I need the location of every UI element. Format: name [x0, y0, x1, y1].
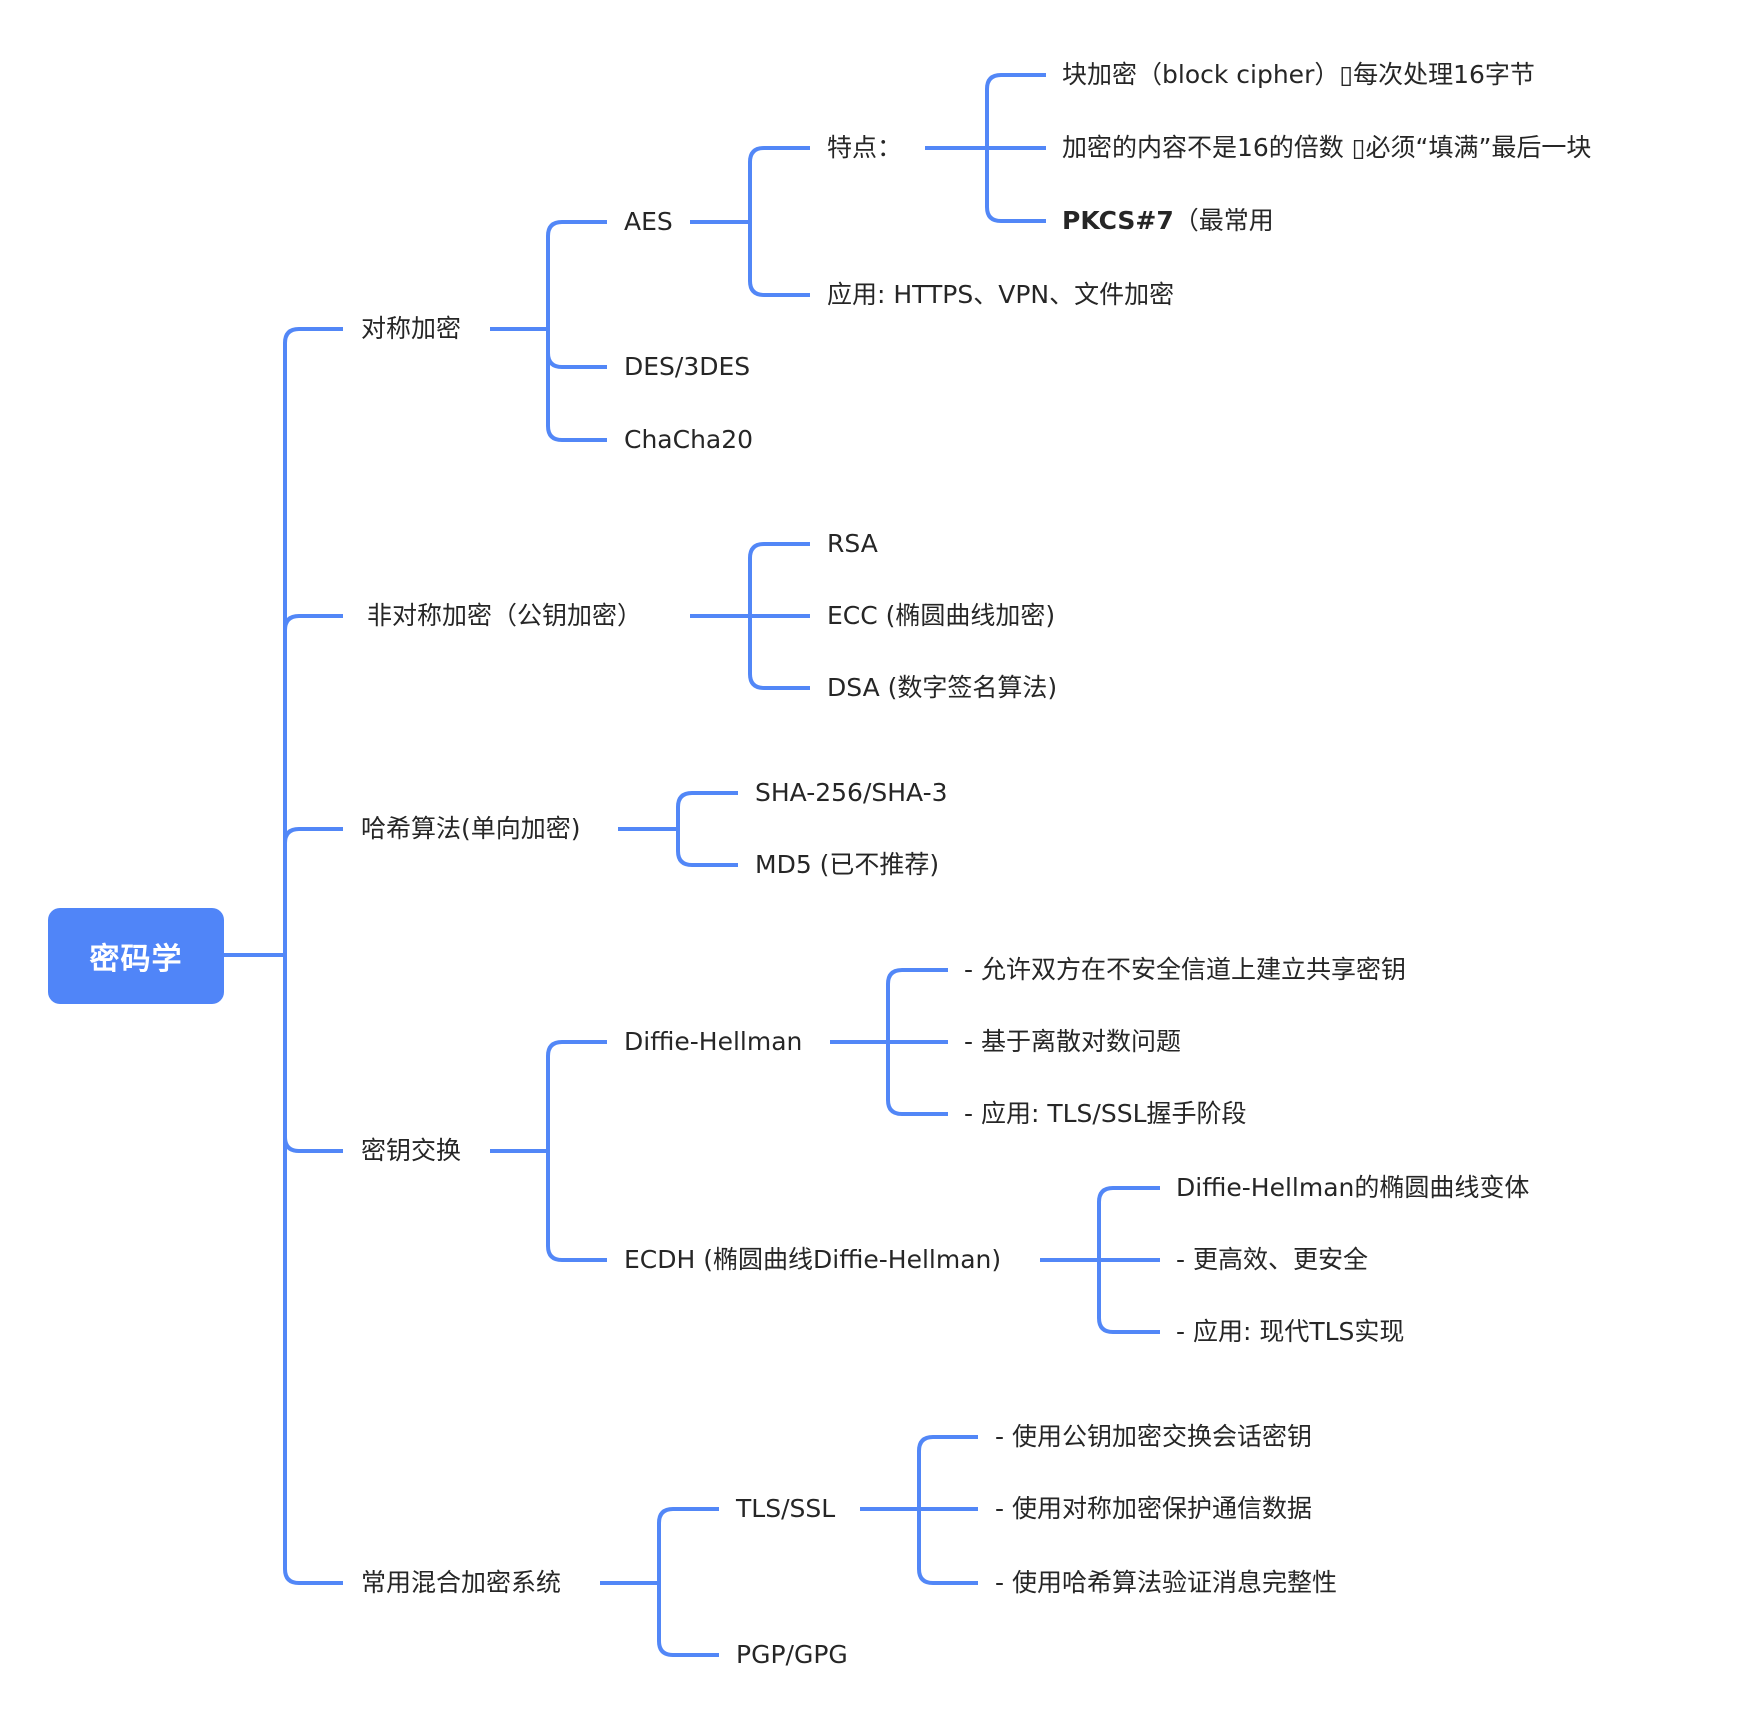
root-label: 密码学	[89, 942, 183, 977]
connector-branch	[546, 329, 607, 369]
node-tls-ssl[interactable]: TLS/SSL	[736, 1492, 835, 1526]
node-dh-detail[interactable]: - 基于离散对数问题	[964, 1025, 1181, 1059]
node-ecc[interactable]: ECC (椭圆曲线加密)	[827, 599, 1055, 633]
node-aes[interactable]: AES	[624, 205, 673, 239]
connector-branch	[546, 1040, 607, 1151]
node-label: DSA (数字签名算法)	[827, 673, 1058, 702]
connector-branch	[546, 220, 607, 329]
node-block-cipher[interactable]: 块加密（block cipher）▯每次处理16字节	[1062, 58, 1535, 92]
node-key-exchange[interactable]: 密钥交换	[361, 1134, 461, 1168]
node-label: - 允许双方在不安全信道上建立共享密钥	[964, 955, 1406, 984]
node-label: 特点：	[827, 133, 903, 162]
connector-branch	[657, 1583, 719, 1657]
node-diffie-hellman[interactable]: Diffie-Hellman	[624, 1025, 802, 1059]
node-label: 常用混合加密系统	[361, 1568, 562, 1597]
node-label: （最常用	[1173, 206, 1274, 235]
node-tls-detail[interactable]: - 使用对称加密保护通信数据	[995, 1492, 1312, 1526]
connector-branch	[546, 329, 607, 442]
node-label: SHA-256/SHA-3	[755, 778, 948, 807]
node-dsa[interactable]: DSA (数字签名算法)	[827, 671, 1057, 705]
node-sha[interactable]: SHA-256/SHA-3	[755, 776, 948, 810]
node-label: - 使用对称加密保护通信数据	[995, 1494, 1312, 1523]
connector-branch	[546, 1151, 607, 1262]
node-hybrid[interactable]: 常用混合加密系统	[361, 1566, 561, 1600]
node-label: 加密的内容不是16的倍数 ▯必须“填满”最后一块	[1062, 133, 1592, 162]
node-ecdh-detail[interactable]: - 更高效、更安全	[1176, 1243, 1368, 1277]
node-label: Diffie-Hellman	[624, 1027, 803, 1056]
connector-branch	[748, 146, 810, 222]
connector-branch	[886, 1042, 948, 1116]
node-aes-applications[interactable]: 应用: HTTPS、VPN、文件加密	[827, 278, 1174, 312]
node-label: - 使用哈希算法验证消息完整性	[995, 1568, 1337, 1597]
connector-branch	[283, 955, 343, 1153]
node-label: MD5 (已不推荐)	[755, 850, 940, 879]
node-rsa[interactable]: RSA	[827, 527, 878, 561]
node-label: 应用: HTTPS、VPN、文件加密	[827, 280, 1175, 309]
node-tls-detail[interactable]: - 使用公钥加密交换会话密钥	[995, 1420, 1312, 1454]
node-md5[interactable]: MD5 (已不推荐)	[755, 848, 939, 882]
connector-branch	[283, 614, 343, 955]
node-label: PGP/GPG	[736, 1640, 848, 1669]
connector-branch	[917, 1509, 978, 1585]
node-label: DES/3DES	[624, 352, 751, 381]
node-aes-features[interactable]: 特点：	[827, 131, 902, 165]
node-label: RSA	[827, 529, 878, 558]
node-label: - 使用公钥加密交换会话密钥	[995, 1422, 1312, 1451]
connector-branch	[748, 616, 810, 690]
node-label: 密钥交换	[361, 1136, 462, 1165]
connector-branch	[1097, 1186, 1160, 1260]
node-ecdh-detail[interactable]: - 应用: 现代TLS实现	[1176, 1315, 1404, 1349]
connector-branch	[1097, 1260, 1160, 1334]
node-dh-detail[interactable]: - 允许双方在不安全信道上建立共享密钥	[964, 953, 1406, 987]
node-tls-detail[interactable]: - 使用哈希算法验证消息完整性	[995, 1566, 1337, 1600]
connector-branch	[748, 222, 810, 297]
node-pkcs7[interactable]: PKCS#7（最常用	[1062, 204, 1274, 238]
connector-branch	[886, 968, 948, 1042]
node-label: - 应用: 现代TLS实现	[1176, 1317, 1405, 1346]
connector-branch	[748, 542, 810, 616]
node-label: 对称加密	[361, 314, 462, 343]
connector-branch	[917, 1435, 978, 1509]
node-label-bold: PKCS#7	[1062, 206, 1174, 235]
node-hash[interactable]: 哈希算法(单向加密)	[361, 812, 581, 846]
node-label: - 更高效、更安全	[1176, 1245, 1368, 1274]
node-label: Diffie-Hellman的椭圆曲线变体	[1176, 1173, 1530, 1202]
connector-branch	[283, 327, 343, 955]
node-ecdh-detail[interactable]: Diffie-Hellman的椭圆曲线变体	[1176, 1171, 1529, 1205]
connector-branch	[283, 955, 343, 1585]
connector-branch	[676, 829, 738, 867]
node-pgp-gpg[interactable]: PGP/GPG	[736, 1638, 848, 1672]
node-symmetric[interactable]: 对称加密	[361, 312, 461, 346]
node-dh-detail[interactable]: - 应用: TLS/SSL握手阶段	[964, 1097, 1247, 1131]
node-label: ChaCha20	[624, 425, 754, 454]
node-ecdh[interactable]: ECDH (椭圆曲线Diffie-Hellman)	[624, 1243, 1001, 1277]
node-label: 哈希算法(单向加密)	[361, 814, 581, 843]
connector-branch	[985, 148, 1046, 223]
root-node[interactable]: 密码学	[48, 908, 224, 1004]
connector-branch	[676, 791, 738, 829]
connector-branch	[283, 827, 343, 955]
node-label: TLS/SSL	[736, 1494, 836, 1523]
connector-branch	[657, 1507, 719, 1583]
connector-branch	[985, 73, 1046, 148]
node-label: 非对称加密（公钥加密）	[367, 601, 643, 630]
node-label: AES	[624, 207, 673, 236]
node-asymmetric[interactable]: 非对称加密（公钥加密）	[367, 599, 642, 633]
node-label: ECC (椭圆曲线加密)	[827, 601, 1056, 630]
node-label: - 应用: TLS/SSL握手阶段	[964, 1099, 1247, 1128]
node-des[interactable]: DES/3DES	[624, 350, 750, 384]
node-label: - 基于离散对数问题	[964, 1027, 1181, 1056]
node-chacha20[interactable]: ChaCha20	[624, 423, 753, 457]
node-padding[interactable]: 加密的内容不是16的倍数 ▯必须“填满”最后一块	[1062, 131, 1591, 165]
node-label: 块加密（block cipher）▯每次处理16字节	[1062, 60, 1535, 89]
node-label: ECDH (椭圆曲线Diffie-Hellman)	[624, 1245, 1002, 1274]
